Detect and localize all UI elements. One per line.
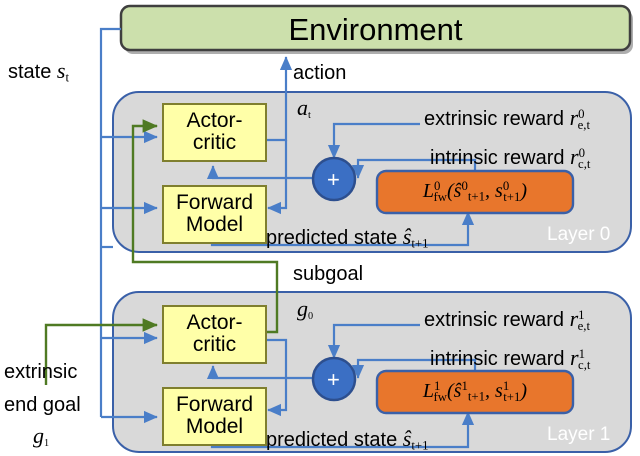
layer0-actor-critic-line1: Actor-	[186, 109, 243, 132]
layer0-intrinsic-reward-sup: 0	[578, 145, 586, 160]
layer1-intrinsic-reward-sub: c,t	[578, 357, 591, 372]
layer1-loss-arg1-sub: t+1	[467, 389, 486, 404]
layer0-loss-sub: fw	[433, 189, 447, 204]
layer0-loss-arg1: ŝ	[453, 180, 462, 203]
end-goal-line1: extrinsic	[4, 361, 78, 383]
layer0-loss-arg2-sup: 0	[502, 179, 510, 193]
layer1-loss-arg2-sub: t+1	[503, 389, 521, 404]
layer0-loss-formula: L0fw(ŝ0t+1, s0t+1)	[377, 179, 573, 204]
subgoal-symbol-label: g0	[297, 298, 313, 322]
green-wiring	[44, 119, 279, 385]
layer1-loss-open: (	[446, 380, 454, 403]
action-label: action	[293, 62, 347, 84]
layer1-intrinsic-reward-label: intrinsic reward r1c,t	[430, 347, 590, 371]
layer1-predicted-state-sub: t+1	[411, 438, 429, 453]
layer0-intrinsic-reward-label: intrinsic reward r0c,t	[430, 146, 590, 170]
layer1-loss-arg2-sup: 1	[502, 379, 510, 393]
layer1-forward-model-line1: Forward	[175, 393, 254, 416]
layer0-actor-critic-box[interactable]	[162, 103, 267, 162]
layer1-actor-critic-line1: Actor-	[186, 311, 243, 334]
layer1-adder	[311, 356, 357, 402]
layer1-forward-model-box[interactable]	[162, 387, 267, 446]
layer1-loss-sub: fw	[433, 389, 447, 404]
layer0-adder-glyph: +	[327, 167, 340, 192]
state-label: state st	[8, 60, 69, 84]
layer0-loss-box	[375, 169, 575, 215]
layer1-loss-arg1: ŝ	[453, 380, 462, 403]
layer0-loss-open: (	[446, 180, 454, 203]
layer0-intrinsic-reward-symbol: r	[570, 144, 579, 169]
state-text: state	[8, 61, 57, 83]
layer1-intrinsic-reward-text: intrinsic reward	[430, 348, 571, 370]
layer1-loss-arg1-sup: 1	[461, 379, 468, 393]
layer1-extrinsic-reward-sub: e,t	[577, 318, 591, 333]
layer1-intrinsic-reward-symbol: r	[570, 345, 579, 370]
layer1-extrinsic-reward-sup: 1	[578, 307, 585, 322]
action-symbol: a	[297, 95, 308, 120]
layer0-intrinsic-reward-sub: c,t	[578, 156, 591, 171]
layer1-forward-model-line2: Model	[185, 414, 244, 438]
subgoal-label: subgoal	[293, 263, 364, 285]
layer0-loss-script: L	[422, 180, 435, 203]
layer1-adder-glyph: +	[327, 367, 340, 392]
layer1-predicted-state-symbol: ŝ	[402, 426, 412, 451]
action-symbol-sub: t	[308, 109, 311, 121]
layer1-intrinsic-reward-sup: 1	[578, 346, 586, 361]
layer0-predicted-state-symbol: ŝ	[402, 224, 412, 249]
end-goal-symbol-sub: 1	[44, 437, 50, 449]
layer0-loss-sup: 0	[434, 179, 441, 193]
layer0-actor-critic-line2: critic	[192, 130, 237, 154]
layer1-tag: Layer 1	[547, 424, 611, 445]
layer0-adder	[311, 156, 357, 202]
layer0-loss-arg2-sub: t+1	[503, 189, 521, 204]
layer0-forward-model-box[interactable]	[162, 185, 267, 244]
layer1-loss-arg2: s	[495, 380, 503, 403]
environment-label: Environment	[288, 12, 463, 47]
layer0-extrinsic-reward-sup: 0	[578, 106, 585, 121]
layer0-extrinsic-reward-label: extrinsic reward r0e,t	[424, 107, 590, 131]
layer1-predicted-state-label: predicted state ŝt+1	[266, 428, 428, 452]
layer1-loss-box	[375, 369, 575, 415]
layer1-extrinsic-reward-symbol: r	[569, 306, 579, 331]
layer1-loss-close: )	[520, 380, 528, 403]
layer0-loss-close: )	[520, 180, 528, 203]
layer1-extrinsic-reward-label: extrinsic reward r1e,t	[424, 308, 590, 332]
blue-wiring	[99, 27, 477, 449]
subgoal-symbol: g	[297, 296, 308, 321]
layer0-actor-critic-label: Actor- critic	[163, 110, 266, 154]
layer0-predicted-state-sub: t+1	[411, 236, 429, 251]
layer0-forward-model-line2: Model	[185, 212, 244, 236]
layer1-loss-script: L	[422, 380, 435, 403]
state-symbol: s	[56, 58, 66, 83]
end-goal-symbol: g	[33, 423, 44, 448]
layer0-loss-arg1-sub: t+1	[467, 189, 486, 204]
layer1-actor-critic-line2: critic	[192, 332, 237, 356]
layer0-forward-model-label: Forward Model	[163, 192, 266, 236]
layer0-loss-arg2: s	[495, 180, 503, 203]
layer0-intrinsic-reward-text: intrinsic reward	[430, 147, 571, 169]
subgoal-symbol-sub: 0	[308, 310, 314, 322]
layer1-loss-formula: L1fw(ŝ1t+1, s1t+1)	[377, 379, 573, 404]
layer0-tag: Layer 0	[547, 224, 611, 245]
layer0-extrinsic-reward-sub: e,t	[577, 117, 591, 132]
layer1-predicted-state-text: predicted state	[266, 429, 403, 451]
layer1-extrinsic-reward-text: extrinsic reward	[424, 309, 570, 331]
layer0-forward-model-line1: Forward	[175, 191, 254, 214]
layer1-loss-comma: ,	[485, 380, 496, 403]
end-goal-line2: end goal	[4, 394, 81, 416]
layer0-extrinsic-reward-symbol: r	[569, 105, 579, 130]
layer1-actor-critic-label: Actor- critic	[163, 312, 266, 356]
action-symbol-label: at	[297, 97, 311, 121]
end-goal-symbol-label: g1	[33, 425, 49, 449]
layer1-loss-sup: 1	[434, 379, 441, 393]
layer0-predicted-state-label: predicted state ŝt+1	[266, 226, 428, 250]
state-symbol-sub: t	[65, 70, 70, 85]
layer0-extrinsic-reward-text: extrinsic reward	[424, 108, 570, 130]
layer0-predicted-state-text: predicted state	[266, 227, 403, 249]
layer0-loss-arg1-sup: 0	[461, 179, 468, 193]
layer1-actor-critic-box[interactable]	[162, 305, 267, 364]
layer1-forward-model-label: Forward Model	[163, 394, 266, 438]
layer0-loss-comma: ,	[485, 180, 496, 203]
